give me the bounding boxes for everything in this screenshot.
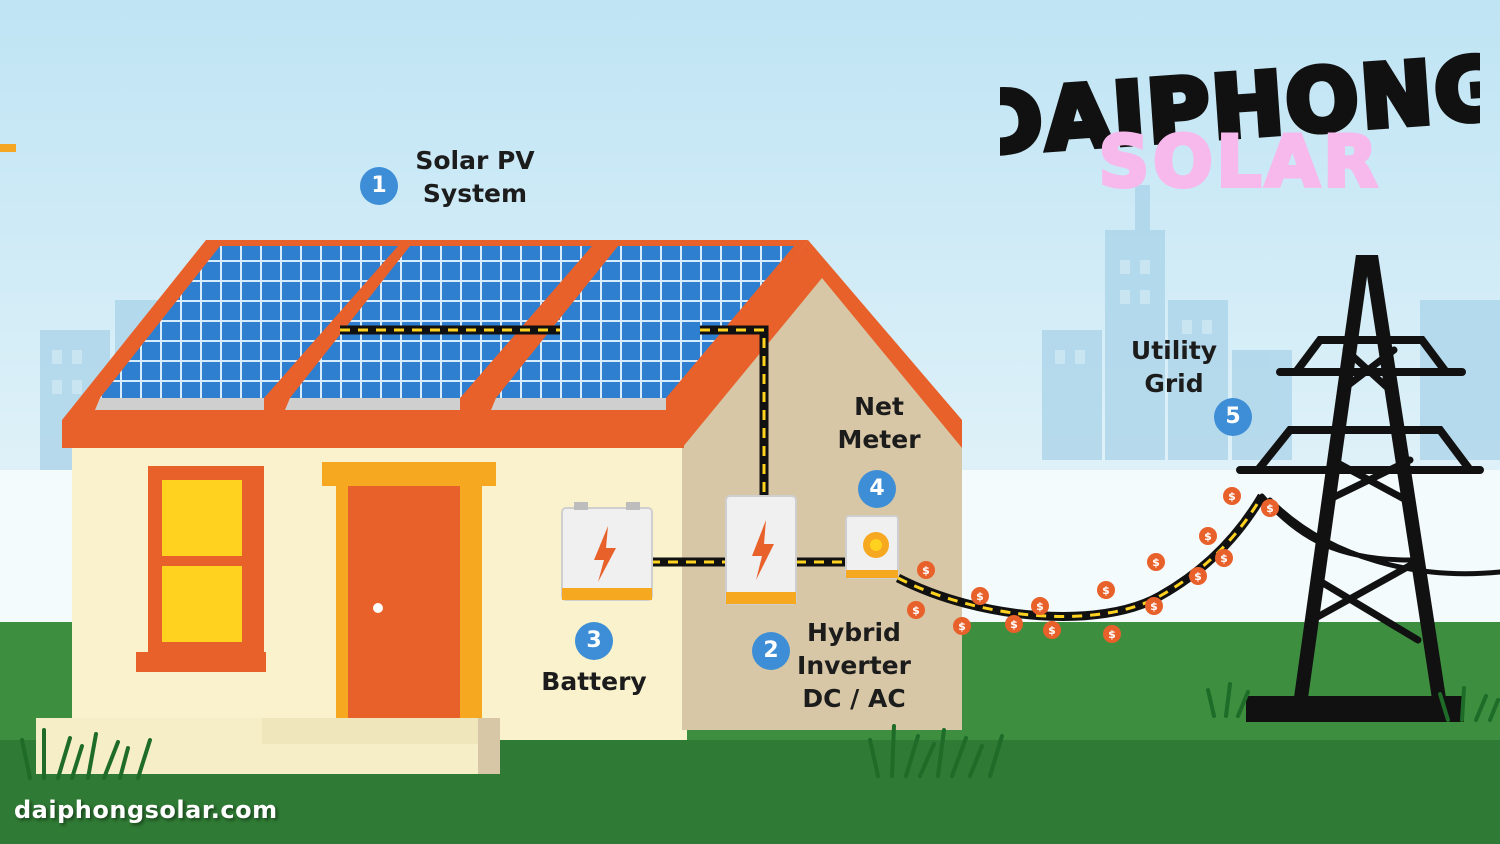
coin-icon [971, 587, 989, 605]
tower-base [1246, 696, 1464, 722]
brand-logo: DAIPHONG SOLAR [1000, 40, 1480, 200]
inverter-label-line3: DC / AC [802, 684, 906, 713]
battery-unit [561, 502, 653, 601]
solar-panel [496, 246, 794, 398]
net-meter-unit [845, 515, 899, 579]
coin-symbol: $ [976, 590, 984, 603]
brand-logo-line2: SOLAR [1099, 121, 1382, 200]
coin-symbol: $ [958, 620, 966, 633]
inverter-label: Hybrid Inverter DC / AC [784, 616, 924, 715]
house-step [262, 718, 500, 744]
coin-icon [1097, 581, 1115, 599]
coin-icon [1147, 553, 1165, 571]
door [348, 486, 460, 718]
lightning-icon [752, 520, 774, 580]
dc-wiring [340, 325, 846, 567]
net-meter-label-line2: Meter [837, 425, 921, 454]
roof-edge [62, 420, 684, 448]
net-meter-number-badge: 4 [858, 470, 896, 508]
inverter-number-badge: 2 [752, 632, 790, 670]
window-sill [136, 652, 266, 672]
coin-icon [1189, 567, 1207, 585]
window-pane [162, 566, 242, 642]
battery-label: Battery [541, 667, 647, 696]
solar-pv-label: Solar PV System [404, 144, 546, 210]
inverter-label-line1: Hybrid [807, 618, 901, 647]
battery-number-badge: 3 [575, 622, 613, 660]
lightning-icon [594, 526, 616, 582]
coin-symbol: $ [1220, 552, 1228, 565]
solar-panel [290, 246, 592, 398]
grass-tufts [20, 682, 1500, 780]
coin-icon [1199, 527, 1217, 545]
roof-side [682, 240, 962, 448]
coin-symbol: $ [1204, 530, 1212, 543]
solar-pv-number-badge: 1 [360, 167, 398, 205]
solar-panel [100, 246, 398, 398]
coin-icon [907, 601, 925, 619]
solar-pv-label-line2: System [422, 179, 528, 208]
solar-panels [95, 246, 794, 410]
net-meter-label-line1: Net [854, 392, 904, 421]
coin-symbol: $ [912, 604, 920, 617]
house-side-wall [682, 268, 962, 730]
coin-icon [1145, 597, 1163, 615]
website-url: daiphongsolar.com [14, 796, 278, 824]
coin-icons: $ $ $ $ $ $ $ $ $ $ $ $ $ $ $ $ [907, 487, 1279, 643]
solar-panel-frame [285, 398, 460, 410]
solar-pv-label-line1: Solar PV [415, 146, 535, 175]
coin-symbol: $ [1152, 556, 1160, 569]
coin-icon [1261, 499, 1279, 517]
coin-symbol: $ [1010, 618, 1018, 631]
net-meter-label: Net Meter [826, 390, 932, 456]
door-lintel [322, 462, 496, 486]
coin-symbol: $ [1150, 600, 1158, 613]
coin-symbol: $ [1266, 502, 1274, 515]
coin-icon [1005, 615, 1023, 633]
transmission-tower [1236, 255, 1500, 712]
coin-symbol: $ [1228, 490, 1236, 503]
coin-symbol: $ [1194, 570, 1202, 583]
solar-panel-frame [491, 398, 666, 410]
sun-ray [0, 144, 16, 152]
inverter-unit [725, 495, 797, 605]
utility-grid-label-line2: Grid [1144, 369, 1204, 398]
inverter-label-line2: Inverter [797, 651, 911, 680]
coin-symbol: $ [1036, 600, 1044, 613]
coin-icon [1223, 487, 1241, 505]
coin-icon [1215, 549, 1233, 567]
coin-symbol: $ [1108, 628, 1116, 641]
door-knob [373, 603, 383, 613]
utility-grid-label-line1: Utility [1130, 336, 1218, 365]
window-pane [162, 480, 242, 556]
coin-icon [1031, 597, 1049, 615]
coin-icon [953, 617, 971, 635]
utility-grid-label: Utility Grid [1116, 334, 1232, 400]
coin-symbol: $ [1048, 624, 1056, 637]
coin-symbol: $ [1102, 584, 1110, 597]
coin-symbol: $ [922, 564, 930, 577]
coin-icon [917, 561, 935, 579]
coin-icon [1103, 625, 1121, 643]
solar-panel-frame [95, 398, 264, 410]
utility-grid-number-badge: 5 [1214, 398, 1252, 436]
house-step-side [478, 718, 500, 774]
coin-icon [1043, 621, 1061, 639]
skyline-windows [52, 260, 1212, 394]
